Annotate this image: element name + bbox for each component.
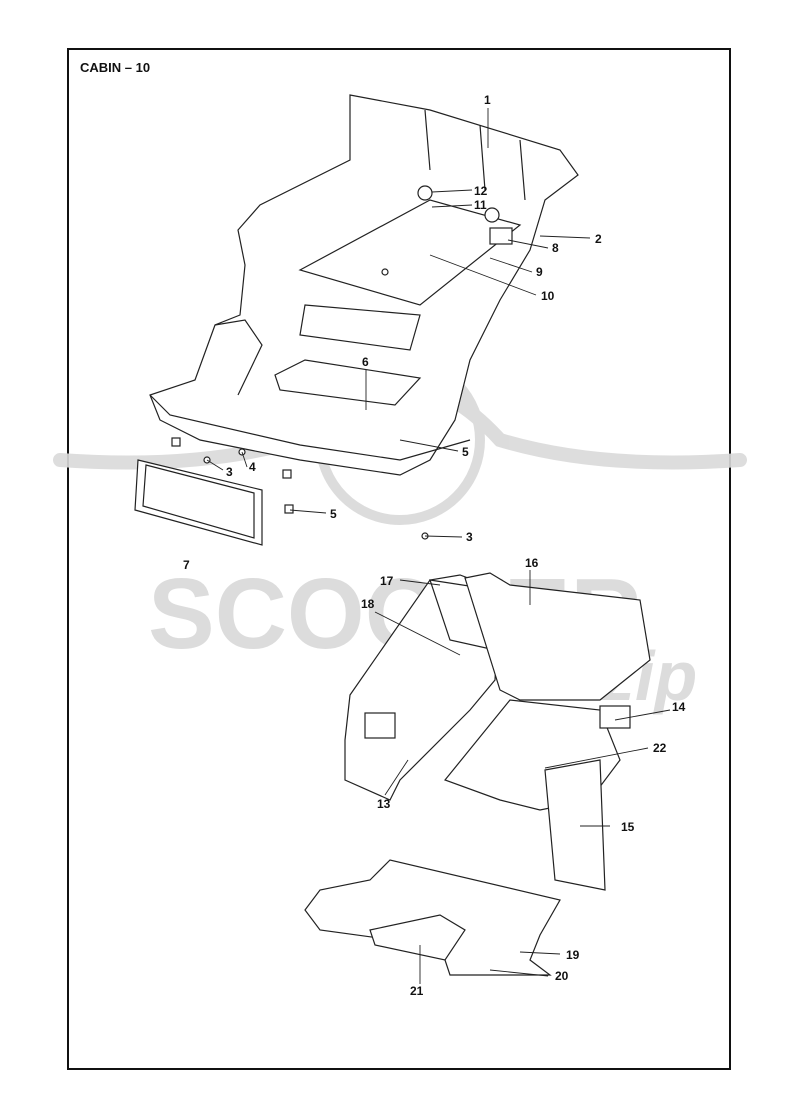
callout-19: 19 xyxy=(566,948,580,962)
callout-21: 21 xyxy=(410,984,424,998)
callout-9: 9 xyxy=(536,265,543,279)
callout-7: 7 xyxy=(183,558,190,572)
page-title: CABIN – 10 xyxy=(80,60,151,75)
callout-3b: 3 xyxy=(466,530,473,544)
leader-lines xyxy=(206,108,671,984)
callout-6: 6 xyxy=(362,355,369,369)
cabin-frame-assembly xyxy=(149,94,579,476)
callout-1: 1 xyxy=(484,93,491,107)
callout-11: 11 xyxy=(474,198,487,212)
callout-labels: 1 2 12 11 8 9 10 6 5 3 4 5 3 7 16 17 18 … xyxy=(183,93,686,998)
trim-panels xyxy=(304,572,651,976)
callout-12: 12 xyxy=(474,184,488,198)
callout-8: 8 xyxy=(552,241,559,255)
callout-16: 16 xyxy=(525,556,539,570)
callout-17: 17 xyxy=(380,574,394,588)
callout-5b: 5 xyxy=(330,507,337,521)
callout-14: 14 xyxy=(672,700,686,714)
callout-22: 22 xyxy=(653,741,667,755)
callout-18: 18 xyxy=(361,597,375,611)
callout-13: 13 xyxy=(377,797,391,811)
callout-3: 3 xyxy=(226,465,233,479)
callout-4: 4 xyxy=(249,460,256,474)
callout-10: 10 xyxy=(541,289,555,303)
callout-20: 20 xyxy=(555,969,569,983)
callout-15: 15 xyxy=(621,820,635,834)
front-panel-7 xyxy=(134,437,429,546)
callout-2: 2 xyxy=(595,232,602,246)
callout-5: 5 xyxy=(462,445,469,459)
